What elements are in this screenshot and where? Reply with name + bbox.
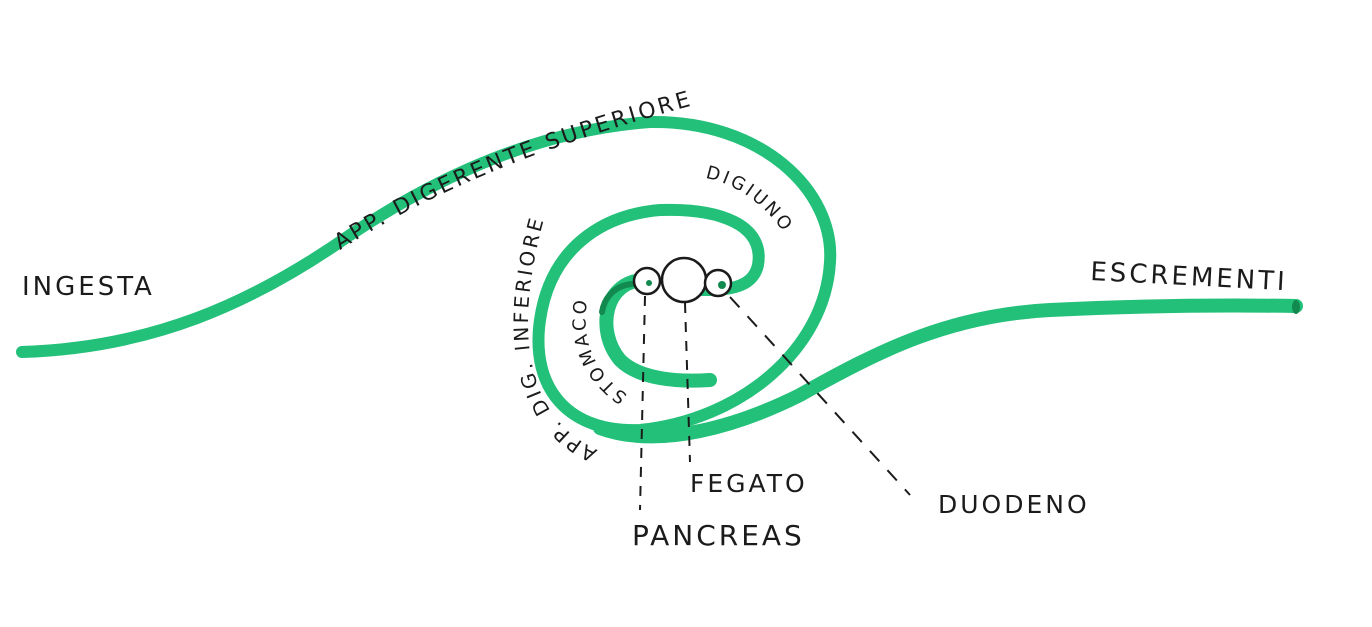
liver-leader <box>684 302 691 463</box>
duodenum-leader <box>729 296 911 496</box>
pancreas-leader <box>639 295 646 511</box>
upper-tract-text: APP. DIGERENTE SUPERIORE <box>330 87 696 256</box>
pancreas-dot <box>646 280 652 286</box>
duodenum-dot <box>718 281 726 289</box>
anus-end <box>1292 300 1300 314</box>
upper-tract-label: APP. DIGERENTE SUPERIORE <box>330 87 693 256</box>
liver-label: FEGATO <box>690 469 808 498</box>
pancreas-label: PANCREAS <box>632 519 805 552</box>
jejunum-text: DIGIUNO <box>704 162 798 237</box>
digestive-tract <box>16 115 837 437</box>
liver-circle <box>660 256 708 304</box>
ingesta-label: INGESTA <box>22 272 155 302</box>
stomach-shading <box>599 281 635 315</box>
duodenum-circle <box>703 268 733 298</box>
colon-tract <box>593 298 1303 444</box>
excrement-label: ESCREMENTI <box>1090 257 1289 297</box>
jejunum-label: DIGIUNO <box>704 162 795 237</box>
duodenum-label: DUODENO <box>938 490 1090 519</box>
